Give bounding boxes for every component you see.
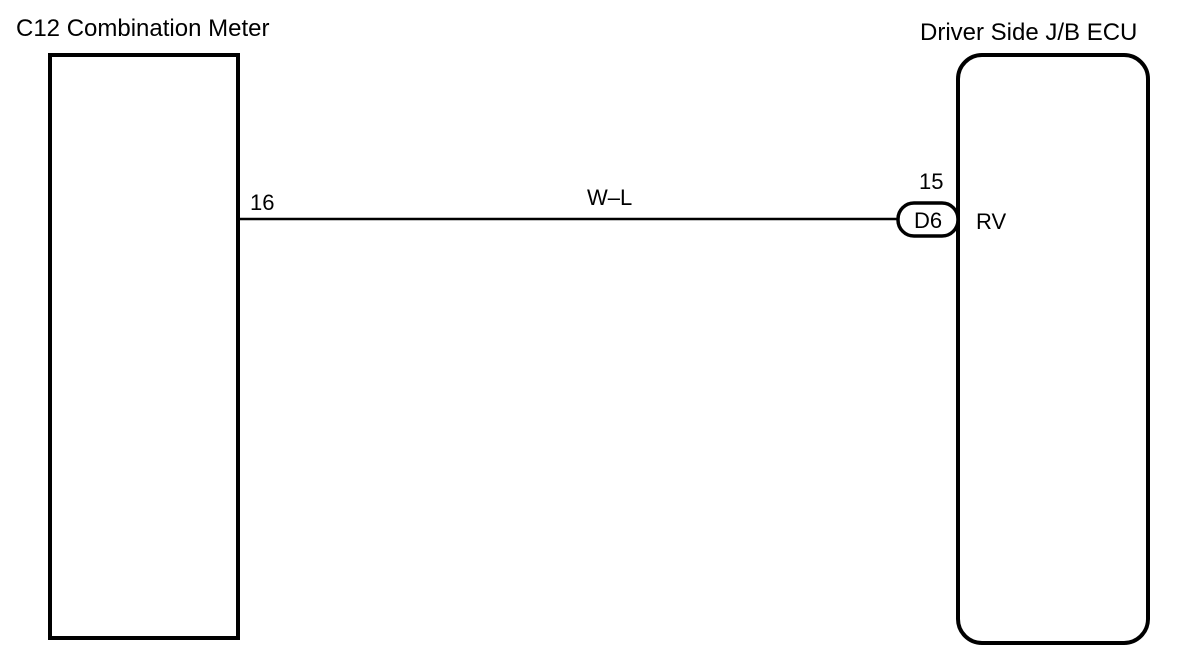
connector-id-label: D6 [914, 208, 942, 233]
jb-ecu-terminal-name: RV [976, 209, 1006, 234]
jb-ecu-terminal-number: 15 [919, 169, 943, 194]
combination-meter-terminal-number: 16 [250, 190, 274, 215]
combination-meter-title: C12 Combination Meter [16, 15, 269, 42]
connector-d6-outline [896, 201, 960, 238]
wire-color-label: W–L [587, 185, 632, 210]
jb-ecu-title: Driver Side J/B ECU [920, 19, 1137, 46]
jb-ecu-box [956, 53, 1150, 645]
combination-meter-box [48, 53, 240, 640]
